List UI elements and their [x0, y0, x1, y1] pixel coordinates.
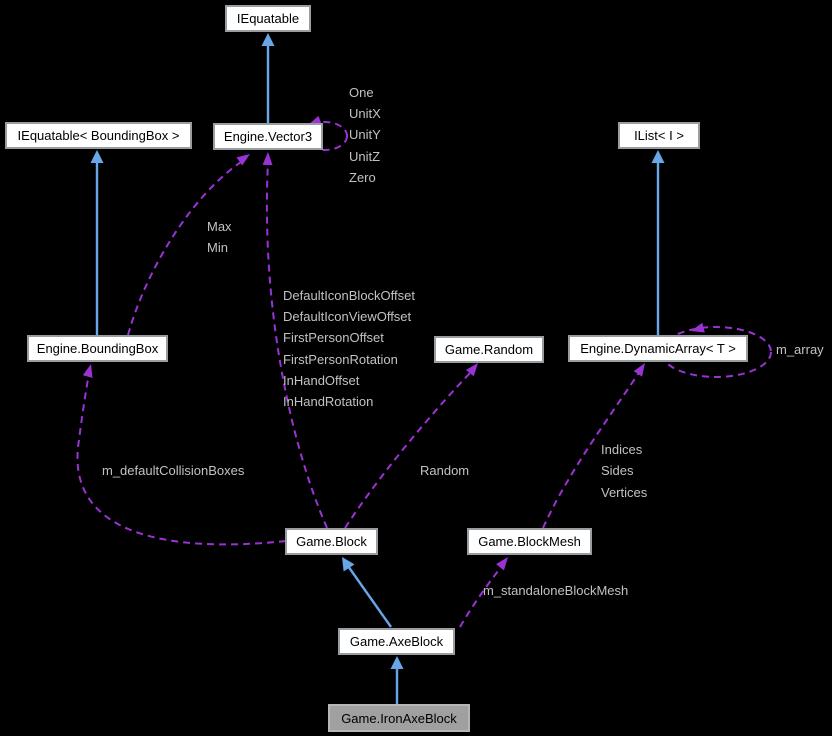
- node-iequatable[interactable]: IEquatable: [225, 5, 311, 32]
- edge-label-mstandaloneblockmesh: m_standaloneBlockMesh: [483, 583, 629, 598]
- arrowhead-axeblock-block: [342, 557, 355, 572]
- edge-label-max: Max: [207, 219, 232, 234]
- arrowhead-dynamicarray-self: [691, 322, 705, 333]
- node-engine-boundingbox[interactable]: Engine.BoundingBox: [27, 335, 168, 362]
- edge-block-uses-boundingbox: [76, 371, 287, 546]
- edge-label-min: Min: [207, 240, 228, 255]
- node-game-random[interactable]: Game.Random: [434, 336, 544, 363]
- edge-axeblock-inherits-block: [347, 565, 392, 628]
- node-game-ironaxeblock: Game.IronAxeBlock: [328, 704, 470, 732]
- arrowhead-ironaxeblock-axeblock: [390, 656, 404, 669]
- arrowhead-vector3-self: [308, 115, 322, 126]
- edge-label-mdefaultcollisionboxes: m_defaultCollisionBoxes: [102, 463, 245, 478]
- arrowhead-vector3-iequatable: [261, 33, 275, 46]
- edge-axeblock-uses-blockmesh: [459, 565, 503, 628]
- node-iequatable-boundingbox[interactable]: IEquatable< BoundingBox >: [5, 122, 192, 149]
- node-game-axeblock[interactable]: Game.AxeBlock: [338, 628, 455, 655]
- edge-block-uses-random: [344, 371, 472, 529]
- arrowhead-blockmesh-dynamicarray: [633, 363, 645, 377]
- arrowhead-boundingbox-iequatable: [90, 150, 104, 163]
- edge-label-inhandoffset: InHandOffset: [283, 373, 360, 388]
- edge-label-defaulticonblockoffset: DefaultIconBlockOffset: [283, 288, 415, 303]
- edge-label-indices: Indices: [601, 442, 643, 457]
- node-engine-dynamicarray[interactable]: Engine.DynamicArray< T >: [568, 335, 748, 362]
- edge-label-marray: m_array: [776, 342, 824, 357]
- edge-label-sides: Sides: [601, 463, 634, 478]
- edge-label-firstpersonrotation: FirstPersonRotation: [283, 352, 398, 367]
- edge-label-unitz: UnitZ: [349, 149, 381, 164]
- arrowhead-axeblock-blockmesh: [496, 557, 508, 571]
- edge-label-unitx: UnitX: [349, 106, 381, 121]
- arrowhead-boundingbox-vector3: [236, 154, 250, 166]
- edge-dynamicarray-self-loop: [660, 326, 772, 378]
- node-game-block[interactable]: Game.Block: [285, 528, 378, 555]
- arrowhead-dynamicarray-ilist: [651, 150, 665, 163]
- edge-label-zero: Zero: [349, 170, 376, 185]
- node-engine-vector3[interactable]: Engine.Vector3: [213, 123, 323, 150]
- edge-block-uses-vector3: [265, 161, 328, 529]
- edge-label-inhandrotation: InHandRotation: [283, 394, 374, 409]
- arrowhead-block-boundingbox: [82, 364, 93, 378]
- edge-blockmesh-uses-dynamicarray: [542, 370, 641, 529]
- edge-label-random: Random: [420, 463, 470, 478]
- edge-label-one: One: [349, 85, 374, 100]
- edge-vector3-self-loop: [302, 121, 348, 151]
- arrowhead-block-random: [465, 363, 478, 377]
- edge-boundingbox-uses-vector3: [127, 159, 245, 336]
- node-ilist[interactable]: IList< I >: [618, 122, 700, 149]
- edge-label-firstpersonoffset: FirstPersonOffset: [283, 330, 384, 345]
- edge-label-vertices: Vertices: [601, 485, 648, 500]
- node-game-blockmesh[interactable]: Game.BlockMesh: [467, 528, 592, 555]
- edge-label-unity: UnitY: [349, 127, 381, 142]
- edge-label-defaulticonviewoffset: DefaultIconViewOffset: [283, 309, 412, 324]
- arrowhead-block-vector3: [262, 152, 273, 166]
